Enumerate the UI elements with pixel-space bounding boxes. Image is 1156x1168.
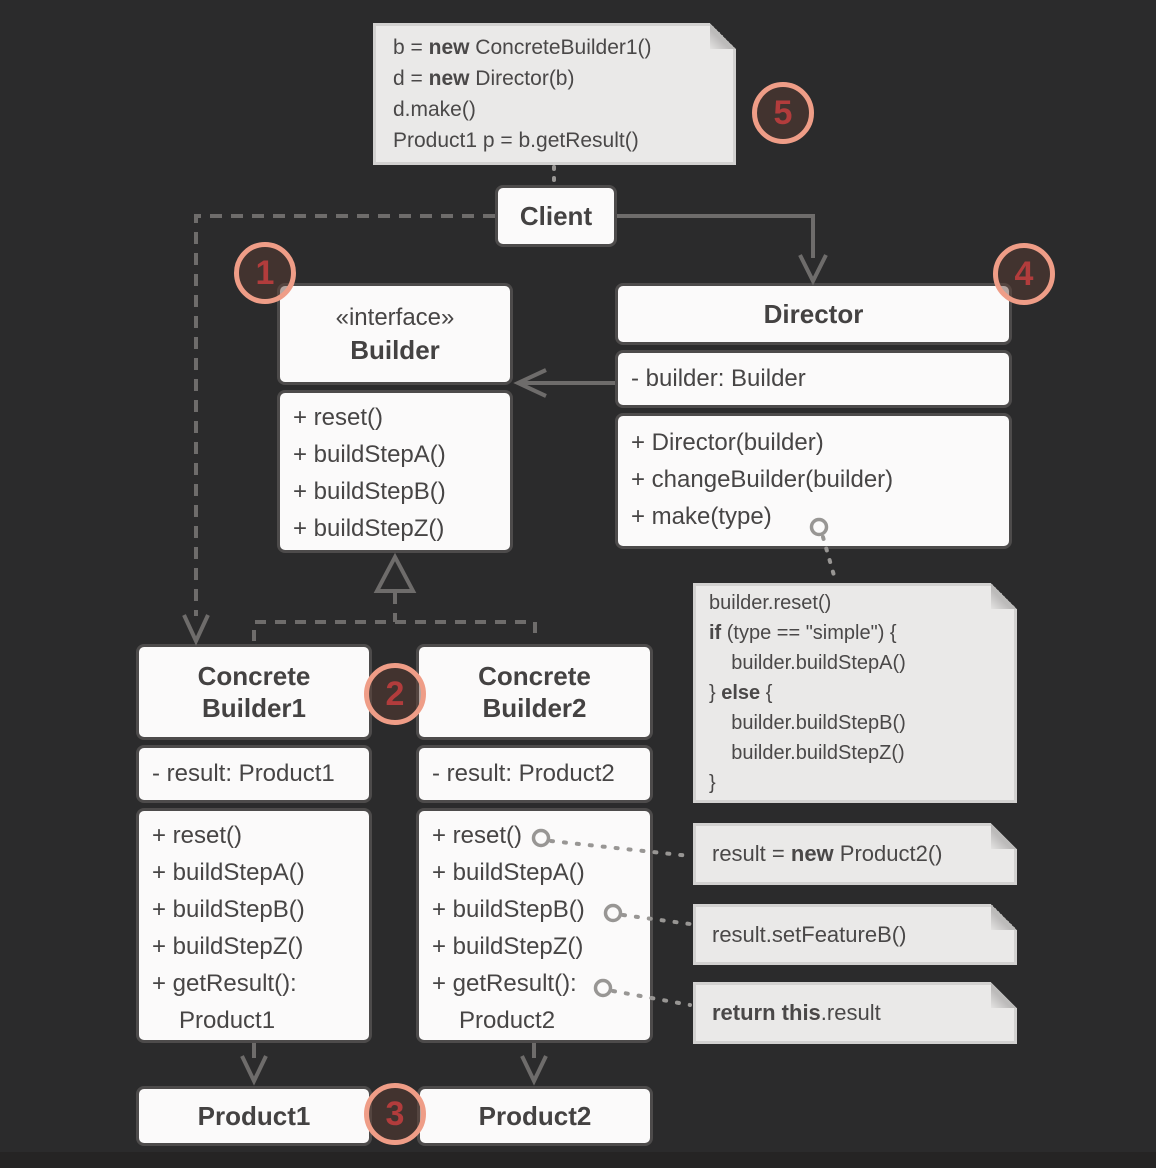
- method: + reset(): [293, 404, 384, 431]
- feature-impl-text: result.setFeatureB(): [712, 921, 907, 947]
- make-code-text: builder.reset()if (type == "simple") { b…: [709, 592, 906, 794]
- product2-name: Product2: [478, 1101, 592, 1131]
- step-badge-3: 3: [364, 1083, 426, 1145]
- director-builder-arrowhead: [513, 368, 547, 398]
- concrete-builder1-methods: + reset() + buildStepA() + buildStepB() …: [136, 808, 372, 1043]
- return-impl-text: return this.result: [712, 1000, 881, 1025]
- method: + changeBuilder(builder): [631, 466, 894, 493]
- product1-title: Product1: [136, 1086, 372, 1146]
- note-fold-corner-icon: [991, 823, 1017, 849]
- concrete-builder2-methods: + reset() + buildStepA() + buildStepB() …: [416, 808, 653, 1043]
- class-concrete-builder2: Concrete Builder2 - result: Product2 + r…: [416, 644, 653, 1043]
- name-line: Builder2: [482, 693, 587, 723]
- class-product1: Product1: [136, 1086, 372, 1146]
- client-title: Client: [495, 185, 617, 247]
- method: + getResult():: [152, 970, 297, 997]
- method-return-type: Product1: [179, 1007, 276, 1034]
- step-badge-5: 5: [752, 82, 814, 144]
- client-builder1-arrowhead: [182, 614, 210, 646]
- method: + buildStepZ(): [293, 515, 445, 542]
- bottom-strip: [0, 1152, 1156, 1168]
- name-line: Builder1: [201, 693, 307, 723]
- builder-methods: + reset() + buildStepA() + buildStepB() …: [277, 390, 513, 553]
- builder-stereotype: «interface»: [335, 304, 455, 331]
- return-impl-note: return this.result: [693, 982, 1017, 1044]
- concrete-builder2-fields: - result: Product2: [416, 745, 653, 803]
- field: - result: Product1: [152, 760, 335, 787]
- method: + buildStepB(): [432, 896, 585, 923]
- method: + buildStepZ(): [432, 933, 584, 960]
- note-fold-corner-icon: [991, 982, 1017, 1008]
- builder-name: Builder: [350, 335, 440, 365]
- class-director: Director - builder: Builder + Director(b…: [615, 283, 1012, 549]
- concrete-builder1-title: Concrete Builder1: [136, 644, 372, 740]
- note-fold-corner-icon: [991, 904, 1017, 930]
- method: + buildStepB(): [293, 478, 446, 505]
- step-badge-2: 2: [364, 663, 426, 725]
- realization-triangle: [373, 552, 417, 593]
- class-client: Client: [495, 185, 617, 247]
- method: + reset(): [152, 822, 243, 849]
- method: + buildStepA(): [152, 859, 305, 886]
- reset-impl-note: result = new Product2(): [693, 823, 1017, 885]
- feature-impl-note: result.setFeatureB(): [693, 904, 1017, 965]
- client-code-note: b = new ConcreteBuilder1()d = new Direct…: [373, 23, 736, 165]
- client-code-text: b = new ConcreteBuilder1()d = new Direct…: [393, 36, 652, 152]
- method-return-type: Product2: [459, 1007, 556, 1034]
- name-line: Concrete: [478, 661, 591, 691]
- step-badge-1: 1: [234, 242, 296, 304]
- method: + reset(): [432, 822, 523, 849]
- class-concrete-builder1: Concrete Builder1 - result: Product1 + r…: [136, 644, 372, 1043]
- method: + buildStepZ(): [152, 933, 304, 960]
- method: + getResult():: [432, 970, 577, 997]
- method: + Director(builder): [631, 429, 824, 456]
- builder2-product2-arrowhead: [520, 1055, 548, 1086]
- method: + buildStepA(): [432, 859, 585, 886]
- class-builder-interface: «interface» Builder + reset() + buildSte…: [277, 283, 513, 553]
- reset-impl-text: result = new Product2(): [712, 841, 943, 866]
- director-title: Director: [615, 283, 1012, 345]
- builder-title: «interface» Builder: [277, 283, 513, 385]
- method: + make(type): [631, 503, 772, 530]
- concrete-builder1-fields: - result: Product1: [136, 745, 372, 803]
- director-name: Director: [763, 299, 864, 329]
- note-fold-corner-icon: [991, 583, 1017, 609]
- client-director-line: [617, 214, 815, 258]
- field: - builder: Builder: [631, 365, 806, 392]
- concrete-builder2-title: Concrete Builder2: [416, 644, 653, 740]
- director-fields: - builder: Builder: [615, 350, 1012, 408]
- realization-branch: [252, 620, 537, 641]
- method: + buildStepB(): [152, 896, 305, 923]
- name-line: Concrete: [197, 661, 311, 691]
- class-product2: Product2: [417, 1086, 653, 1146]
- builder1-product1-arrowhead: [240, 1055, 268, 1086]
- director-methods: + Director(builder) + changeBuilder(buil…: [615, 413, 1012, 549]
- method: + buildStepA(): [293, 441, 446, 468]
- step-badge-4: 4: [993, 243, 1055, 305]
- client-name: Client: [519, 201, 593, 231]
- make-code-note: builder.reset()if (type == "simple") { b…: [693, 583, 1017, 803]
- field: - result: Product2: [432, 760, 615, 787]
- note-fold-corner-icon: [710, 23, 736, 49]
- product2-title: Product2: [417, 1086, 653, 1146]
- client-director-arrowhead: [798, 254, 828, 286]
- product1-name: Product1: [197, 1101, 311, 1131]
